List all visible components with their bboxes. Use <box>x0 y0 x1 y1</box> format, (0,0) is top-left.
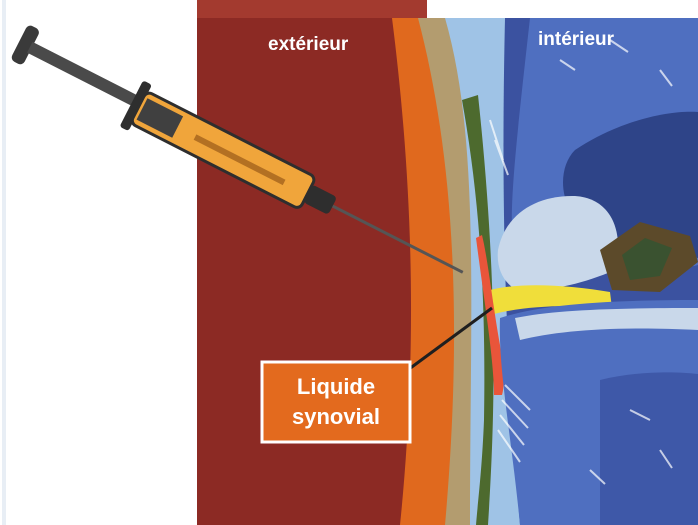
callout-line-2: synovial <box>292 404 380 429</box>
left-border <box>2 0 6 525</box>
skin-layer <box>197 0 427 525</box>
exterior-label: extérieur <box>268 34 349 55</box>
callout-line-1: Liquide <box>297 374 375 399</box>
interior-label: intérieur <box>538 29 615 50</box>
